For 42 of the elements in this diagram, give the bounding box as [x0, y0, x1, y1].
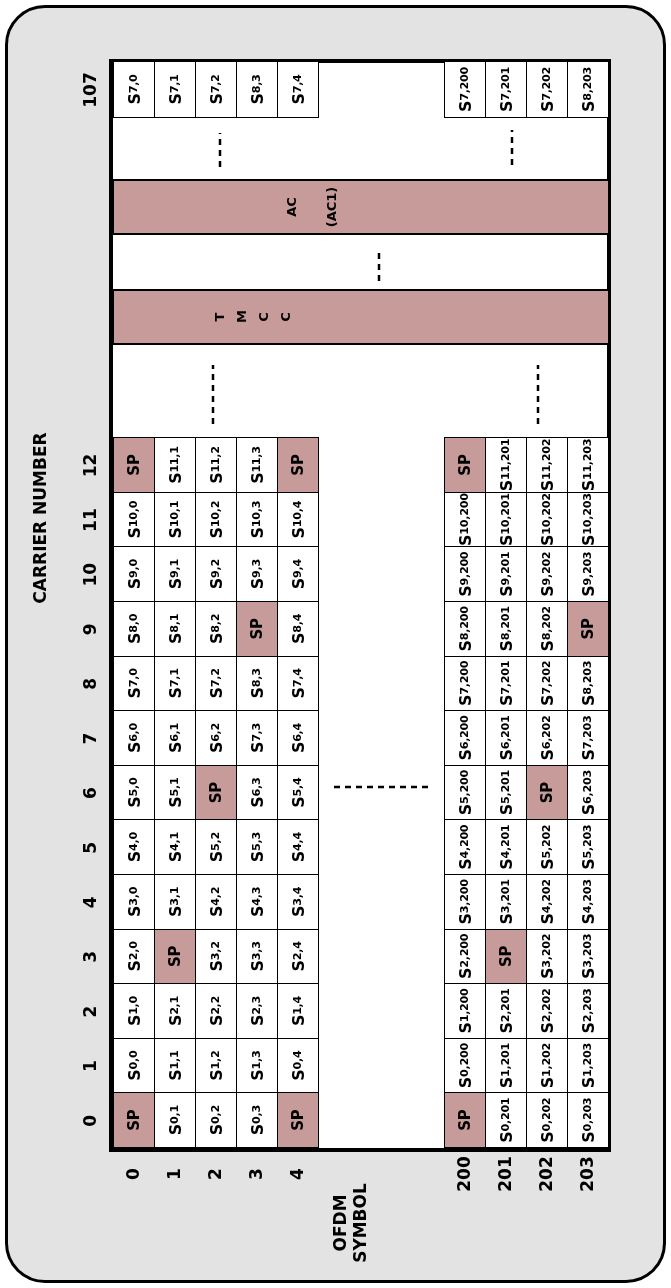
band-label: TMCC: [211, 311, 294, 323]
band-label: AC: [284, 196, 299, 219]
pilot-cell: SP: [277, 437, 319, 493]
pilot-cell: SP: [195, 764, 237, 821]
row-number: 4: [286, 1167, 308, 1182]
pilot-cell: SP: [113, 1092, 155, 1148]
column-number: 6: [80, 786, 100, 802]
pilot-cell: SP: [113, 437, 155, 493]
row-number: 2: [204, 1167, 226, 1182]
axis-title: OFDM SYMBOL: [330, 1182, 370, 1265]
row-number: 202: [535, 1155, 557, 1194]
column-number: 11: [80, 507, 100, 534]
column-number: 10: [80, 561, 100, 589]
pilot-cell: SP: [526, 764, 568, 821]
column-number: 12: [80, 452, 100, 480]
row-number: 1: [163, 1167, 185, 1182]
axis-title: CARRIER NUMBER: [30, 431, 50, 606]
row-number: 201: [494, 1155, 516, 1194]
column-number: 5: [80, 840, 100, 856]
column-number: 0: [80, 1113, 100, 1129]
column-number: 8: [80, 677, 100, 692]
column-number: 2: [80, 1004, 100, 1020]
column-number: 1: [80, 1059, 100, 1075]
pilot-cell: SP: [154, 928, 196, 985]
column-number: 7: [80, 731, 100, 747]
row-number: 200: [453, 1155, 475, 1194]
pilot-cell: SP: [485, 928, 527, 985]
column-number: 9: [80, 622, 100, 638]
band-label: (AC1): [324, 185, 339, 230]
ac-band: [112, 179, 610, 235]
row-number: 0: [122, 1167, 144, 1182]
column-number: 4: [80, 895, 100, 911]
pilot-cell: SP: [277, 1092, 319, 1148]
pilot-cell: SP: [236, 601, 278, 657]
pilot-cell: SP: [444, 1092, 486, 1148]
column-number: 3: [80, 950, 100, 965]
row-number: 203: [576, 1155, 598, 1194]
pilot-cell: SP: [444, 437, 486, 493]
row-number: 3: [245, 1167, 267, 1182]
tmcc-band: [112, 289, 610, 345]
pilot-cell: SP: [567, 601, 609, 657]
column-number: 107: [80, 71, 100, 110]
